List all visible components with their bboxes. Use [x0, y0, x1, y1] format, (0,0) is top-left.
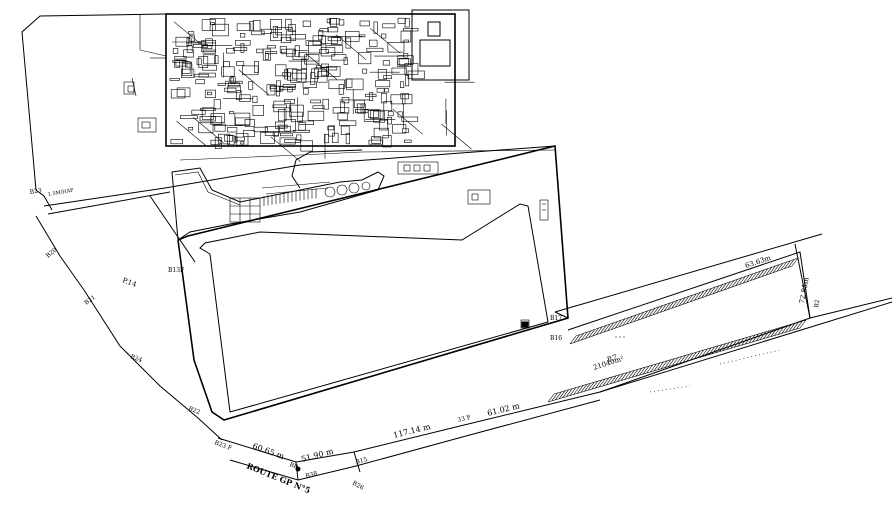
north-plot-boundary — [21, 13, 167, 211]
route-gp5 — [217, 301, 893, 481]
label-p14: P.14 — [121, 276, 138, 289]
label-b13f: B13F — [168, 267, 184, 274]
label-b20: B20 — [45, 246, 59, 259]
annotation-labels: B23 1.5M/HAF B20 B21 P.14 B13F B24 B22 B… — [29, 187, 821, 495]
label-route: ROUTE GP N°5 — [245, 461, 312, 496]
label-b24: B24 — [129, 353, 143, 364]
label-bp: BP — [288, 461, 298, 470]
treatment-area — [171, 149, 439, 241]
label-distance-3: 117.14 m — [392, 422, 432, 440]
label-distance-1: 60.65 m — [251, 441, 286, 461]
west-boundary — [35, 215, 223, 441]
plot-p7 — [547, 233, 893, 403]
label-b26: B26 — [351, 480, 365, 492]
label-p7: P.7 — [606, 353, 618, 364]
label-b2: B2 — [813, 299, 821, 308]
label-distance-2: 51.90 m — [300, 447, 335, 464]
main-plot — [177, 144, 569, 421]
label-33f: 33 F — [457, 414, 472, 424]
label-b15: B15 — [355, 456, 369, 466]
label-b16: B16 — [550, 335, 562, 342]
label-distance-6: 72.85m — [798, 276, 811, 304]
label-b38: B38 — [305, 470, 319, 480]
label-distance-5: 63.63m — [744, 254, 772, 270]
label-b22: B22 — [187, 405, 201, 416]
label-b17: B17 — [550, 315, 562, 322]
north-road-edge — [43, 145, 556, 207]
factory-building-block — [165, 9, 475, 162]
label-hw: 1.5M/HAF — [47, 187, 74, 198]
label-b23: B23 — [29, 187, 42, 196]
label-b21: B21 — [83, 294, 97, 307]
small-structure-left — [123, 77, 157, 133]
